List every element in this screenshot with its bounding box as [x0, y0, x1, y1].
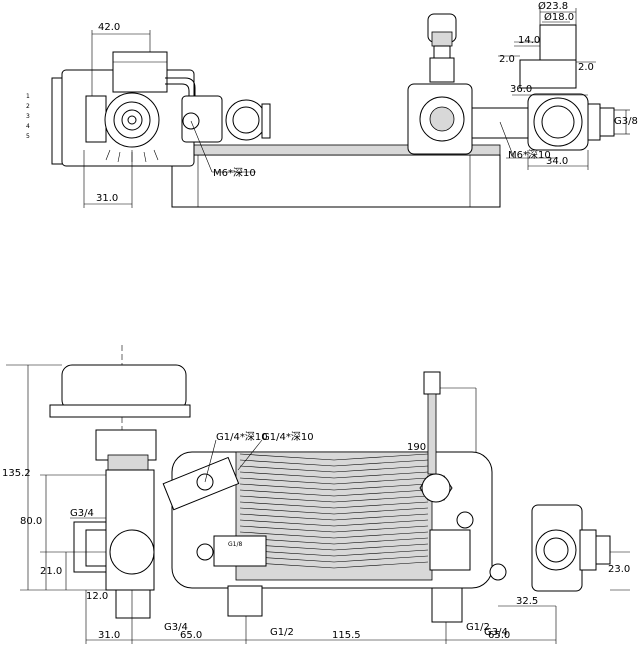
chevron-line — [239, 471, 429, 479]
dim-w-31: 31.0 — [98, 630, 120, 641]
exchanger-chevrons — [239, 453, 429, 569]
callout-m6: M6*深10 — [213, 167, 256, 179]
chevron-line — [239, 477, 429, 485]
dim-h-12: 12.0 — [86, 591, 108, 602]
callout-m6-right: M6*深10 — [508, 149, 551, 161]
dim-thread-left-top: G3/4 — [70, 508, 94, 519]
dim-len-14: 14.0 — [518, 35, 540, 46]
chevron-line — [239, 549, 429, 557]
chevron-line — [239, 543, 429, 551]
dim-dia-inner: Ø18.0 — [544, 11, 574, 23]
chevron-line — [239, 525, 429, 533]
dim-len-34: 34.0 — [546, 156, 568, 167]
dim-thread-right-mid: G1/2 — [466, 622, 490, 633]
pin-label: 4 — [26, 123, 30, 130]
chevron-line — [239, 465, 429, 473]
top-right-view: Ø23.8 Ø18.0 14.0 2.0 2.0 36.0 G3/8 34.0 … — [407, 0, 638, 170]
dim-w-115: 115.5 — [332, 630, 361, 641]
dim-thread-left-bottom: G3/4 — [164, 622, 188, 633]
dim-thread-mid: G1/2 — [270, 627, 294, 638]
dim-h-23: 23.0 — [608, 564, 630, 575]
dim-len-32: 32.5 — [516, 596, 538, 607]
bottom-view: 135.2 80.0 G3/4 21.0 12.0 G3/4 G1/4*深10 … — [2, 345, 630, 644]
chevron-line — [239, 459, 429, 467]
dim-w-65b: 65.0 — [488, 630, 510, 641]
dim-dia-outer: Ø23.8 — [538, 0, 568, 12]
dim-width-top: 42.0 — [98, 22, 120, 33]
chevron-line — [239, 453, 429, 461]
callout-g18: G1/8 — [228, 541, 242, 548]
chevron-line — [239, 531, 429, 539]
chevron-line — [239, 495, 429, 503]
chevron-line — [239, 489, 429, 497]
chevron-line — [239, 513, 429, 521]
dim-w-65a: 65.0 — [180, 630, 202, 641]
dim-width-bottom: 31.0 — [96, 193, 118, 204]
dim-h-80: 80.0 — [20, 516, 42, 527]
dim-h-21: 21.0 — [40, 566, 62, 577]
callout-g14-b: G1/4*深10 — [262, 431, 314, 443]
chevron-line — [239, 561, 429, 569]
pin-label: 1 — [26, 93, 30, 100]
chevron-line — [239, 537, 429, 545]
pin-label: 5 — [26, 133, 30, 140]
chevron-line — [239, 483, 429, 491]
dim-190: 190 — [407, 442, 426, 453]
chevron-line — [239, 519, 429, 527]
chevron-line — [239, 501, 429, 509]
pin-label: 2 — [26, 103, 30, 110]
dim-h-135: 135.2 — [2, 468, 31, 479]
dim-thread-right: G3/4 — [484, 627, 508, 638]
dim-thread-g38: G3/8 — [614, 116, 638, 127]
connector-pins: 1 2 3 4 5 — [26, 93, 30, 140]
pin-label: 3 — [26, 113, 30, 120]
chevron-line — [239, 555, 429, 563]
dim-len-36: 36.0 — [510, 84, 532, 95]
dim-len-2b: 2.0 — [578, 62, 594, 73]
callout-g14-a: G1/4*深10 — [216, 431, 268, 443]
chevron-line — [239, 507, 429, 515]
dim-len-2a: 2.0 — [499, 54, 515, 65]
top-left-view: 1 2 3 4 5 42.0 31.0 M6*深10 — [26, 22, 501, 208]
